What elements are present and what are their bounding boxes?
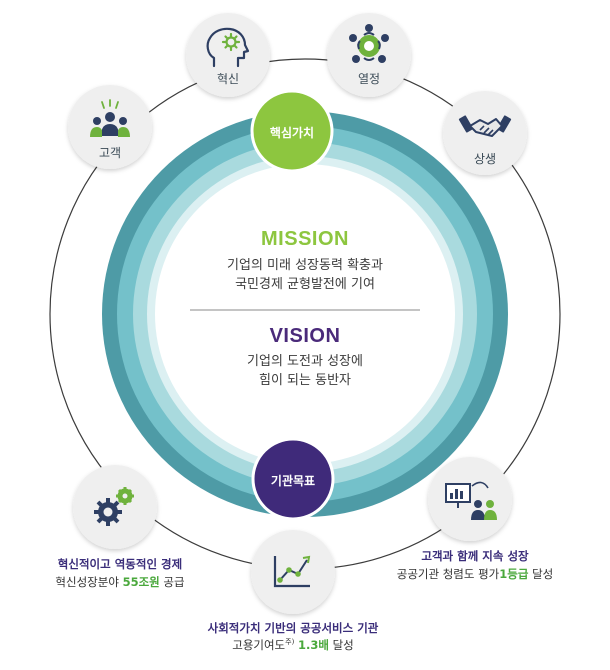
- org-goal-badge-label: 기관목표: [270, 474, 316, 488]
- mission-line-1: 기업의 미래 성장동력 확충과: [227, 258, 383, 273]
- core-value-customer-label: 고객: [98, 146, 122, 160]
- goal-left-desc-prefix: 혁신성장분야: [55, 575, 123, 589]
- center-disc: [155, 164, 455, 464]
- growth-chart-icon: [273, 555, 311, 588]
- handshake-icon: [458, 115, 512, 137]
- goal-center-desc-prefix: 고용기여도: [232, 638, 286, 652]
- goal-left-desc-suffix: 공급: [159, 575, 185, 589]
- goal-center-title: 사회적가치 기반의 공공서비스 기관: [207, 621, 379, 635]
- goal-center-value: 1.3배: [297, 638, 329, 652]
- vision-line-1: 기업의 도전과 성장에: [247, 354, 363, 369]
- mission-line-2: 국민경제 균형발전에 기여: [235, 277, 375, 292]
- goal-right-desc-prefix: 공공기관 청렴도 평가: [396, 567, 500, 581]
- goal-right-desc: 공공기관 청렴도 평가1등급 달성: [375, 566, 575, 582]
- node-innovation: [186, 13, 270, 97]
- org-goal-badge: [251, 437, 335, 521]
- core-value-badge: [250, 89, 334, 173]
- mission-title: MISSION: [261, 228, 349, 250]
- customer-group-icon: [90, 99, 130, 137]
- core-value-badge-label: 핵심가치: [269, 126, 315, 140]
- core-value-innovation-label: 혁신: [216, 72, 240, 86]
- head-gear-icon: [206, 27, 250, 68]
- presentation-icon: [445, 481, 497, 520]
- goal-center-desc-suffix: 달성: [328, 638, 354, 652]
- goal-left-value: 55조원: [122, 575, 160, 589]
- goal-left-title: 혁신적이고 역동적인 경제: [57, 557, 183, 571]
- goal-right-value: 1등급: [499, 567, 529, 581]
- core-value-win-win-label: 상생: [473, 152, 497, 166]
- team-table-icon: [349, 24, 389, 63]
- gears-icon: [94, 487, 134, 526]
- core-value-passion-label: 열정: [357, 72, 381, 86]
- vision-line-2: 힘이 되는 동반자: [259, 373, 351, 388]
- goal-center-desc: 고용기여도주) 1.3배 달성: [193, 637, 393, 653]
- goal-right-title: 고객과 함께 지속 성장: [421, 549, 529, 563]
- goal-right-desc-suffix: 달성: [528, 567, 554, 581]
- goal-left-desc: 혁신성장분야 55조원 공급: [20, 574, 220, 590]
- goal-center-footnote-mark: 주): [285, 638, 295, 647]
- vision-title: VISION: [269, 325, 341, 347]
